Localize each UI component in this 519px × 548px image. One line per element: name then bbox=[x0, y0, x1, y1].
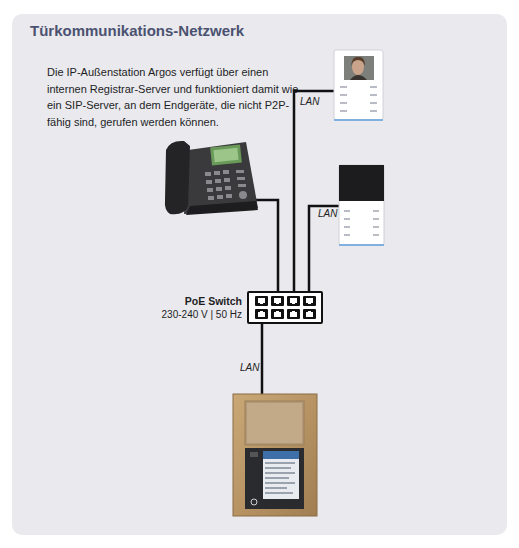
node-title: PoE Switch bbox=[162, 294, 242, 308]
lan-wires bbox=[246, 91, 339, 394]
node-subtitle: 230-240 V | 50 Hz bbox=[162, 308, 242, 322]
switch-ports bbox=[248, 293, 321, 322]
switch-caption: PoE Switch230-240 V | 50 Hz bbox=[162, 294, 242, 322]
switch-box: PoE Switch230-240 V | 50 Hz bbox=[247, 291, 323, 324]
lan-label: LAN bbox=[318, 208, 337, 219]
indoor-monitor bbox=[334, 50, 383, 121]
lan-label: LAN bbox=[300, 96, 319, 107]
outdoor-station bbox=[233, 394, 317, 516]
description-note: Die IP-Außenstation Argos verfügt über e… bbox=[47, 64, 305, 130]
diagram-title: Türkommunikations-Netzwerk bbox=[30, 22, 244, 39]
lan-label: LAN bbox=[240, 362, 259, 373]
ip-phone bbox=[165, 141, 258, 215]
indoor-monitor bbox=[339, 165, 384, 246]
